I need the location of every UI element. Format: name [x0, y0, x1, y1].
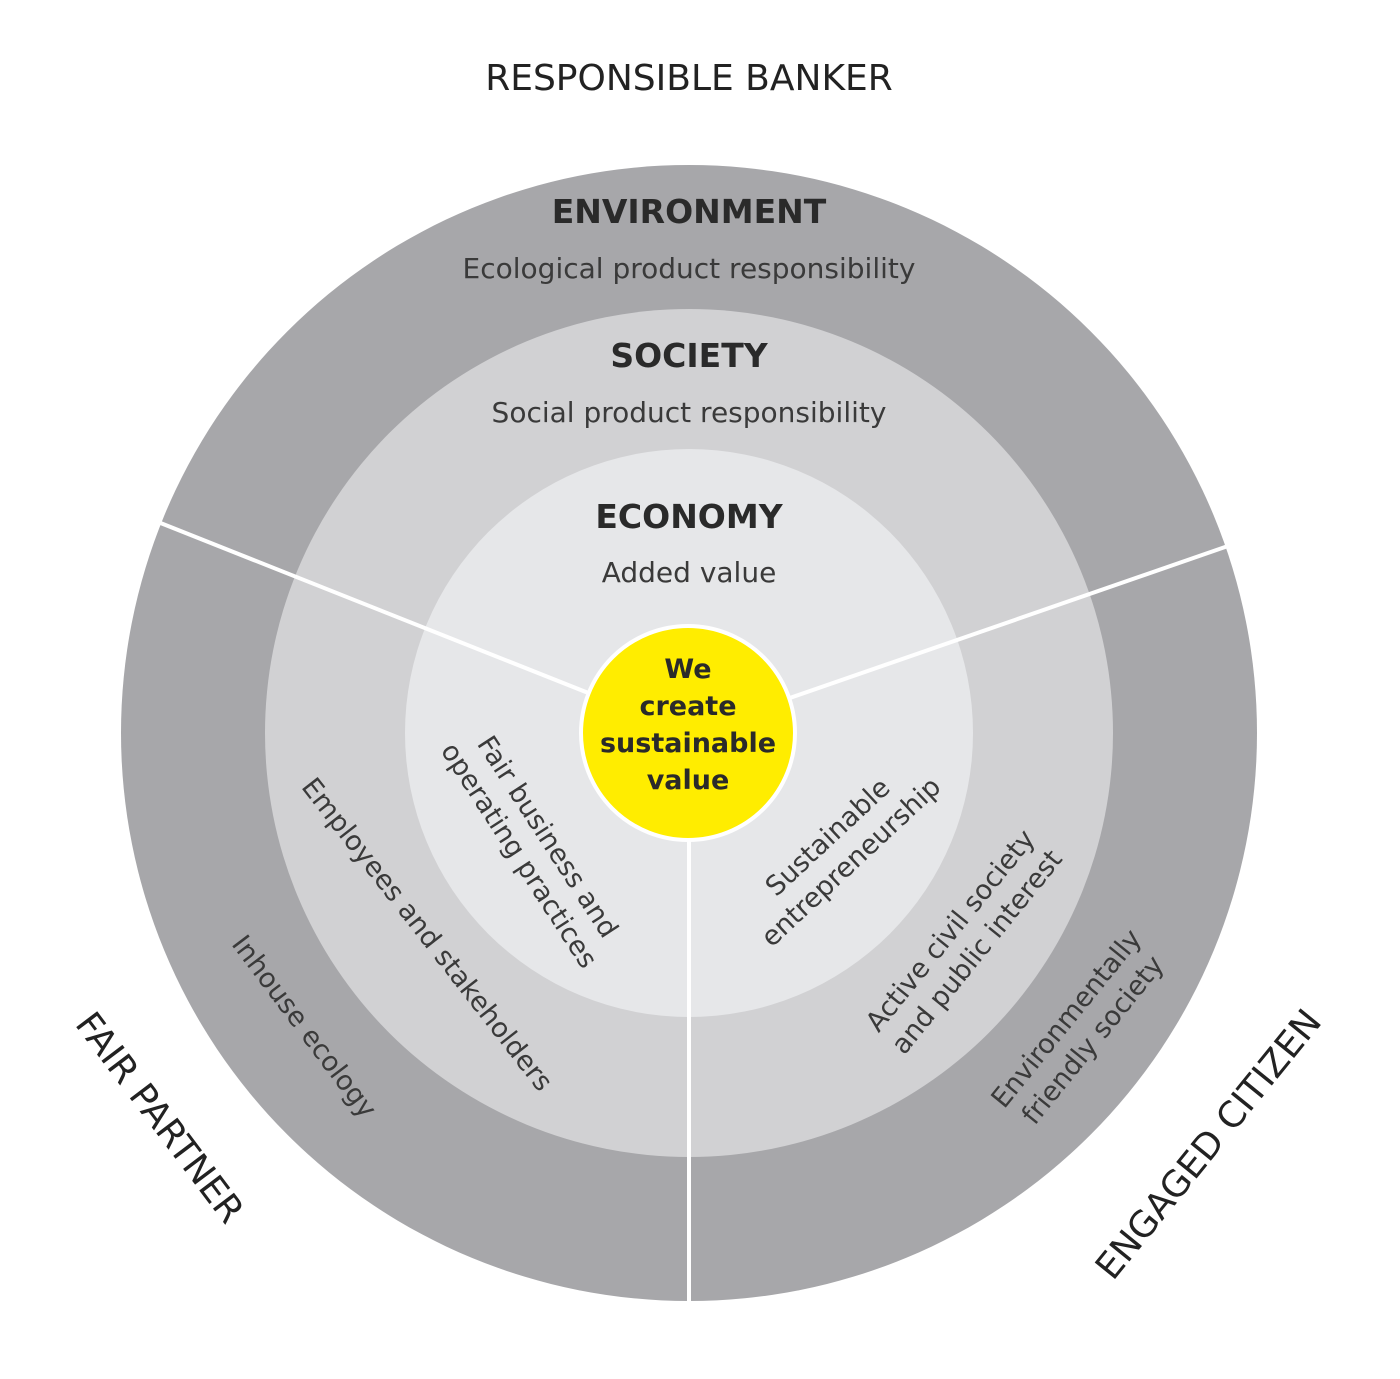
svg-text:value: value [647, 765, 730, 796]
center-text: We create sustainable value [600, 654, 776, 796]
svg-text:We: We [664, 654, 711, 685]
economy-subtitle: Added value [602, 556, 777, 589]
society-heading: SOCIETY [610, 336, 768, 375]
economy-heading: ECONOMY [595, 497, 783, 536]
environment-heading: ENVIRONMENT [552, 192, 827, 231]
environment-subtitle: Ecological product responsibility [463, 252, 916, 285]
svg-text:create: create [639, 691, 736, 722]
society-subtitle: Social product responsibility [492, 396, 887, 429]
diagram-title: RESPONSIBLE BANKER [485, 58, 893, 99]
center-circle [579, 624, 797, 842]
svg-text:sustainable: sustainable [600, 728, 776, 759]
